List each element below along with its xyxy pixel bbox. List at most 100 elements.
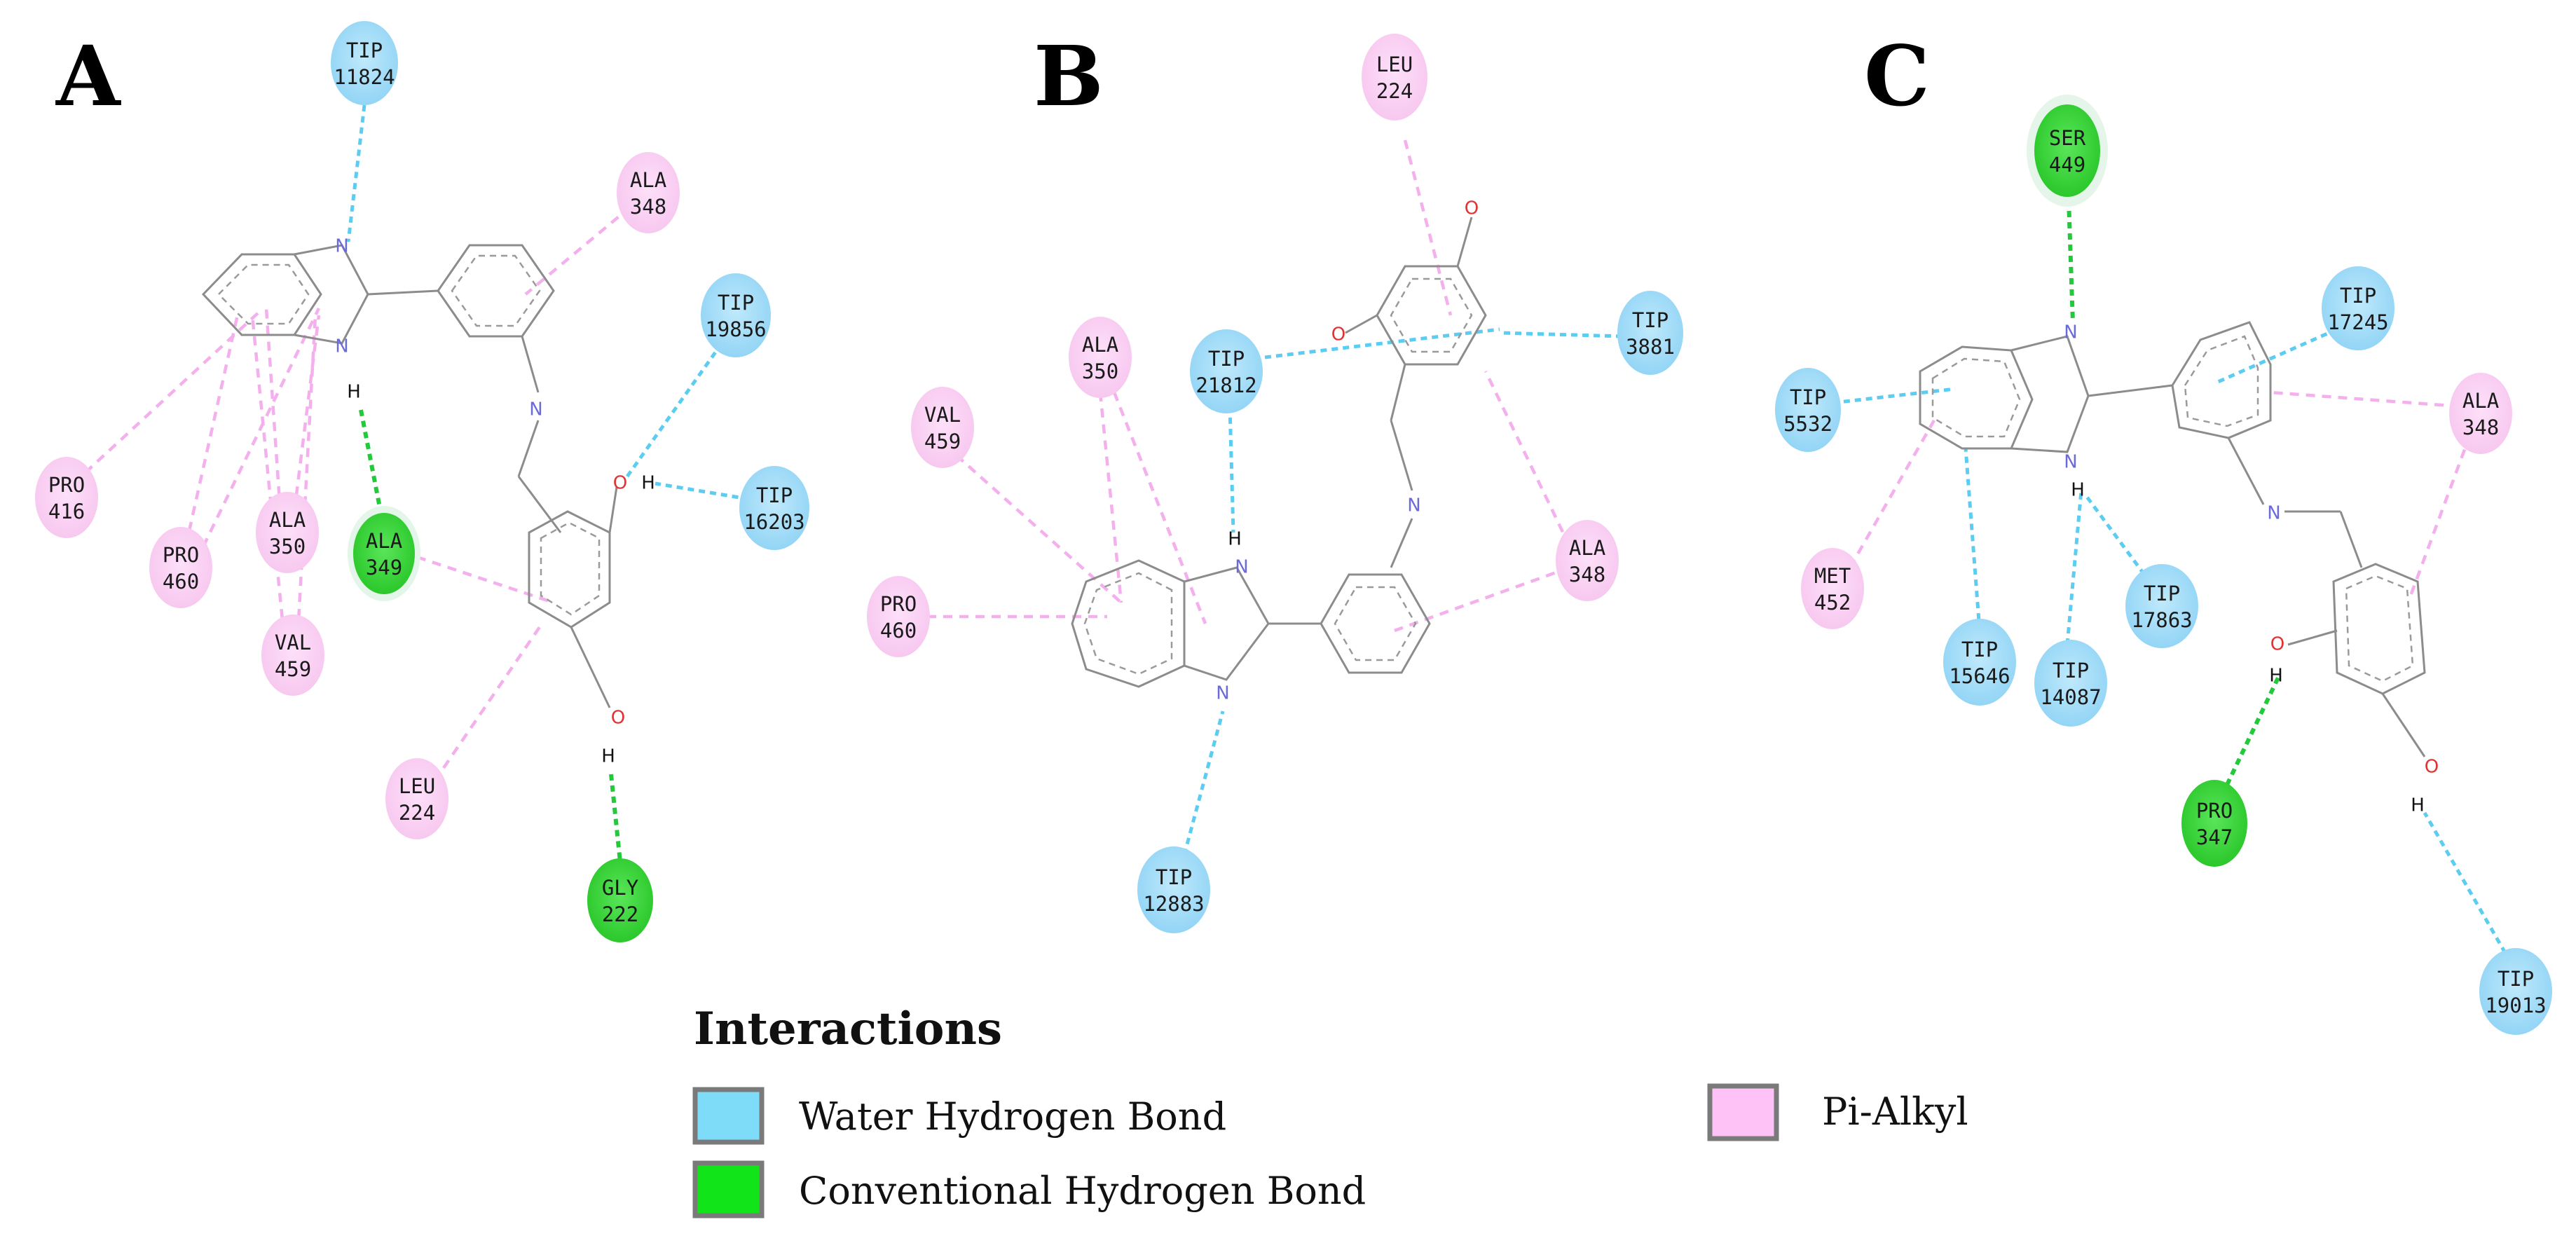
residue-name: TIP [756,483,793,507]
residue-number: 11824 [334,65,395,89]
residue-tip-17245[interactable]: TIP 17245 [2322,266,2395,350]
residue-name: TIP [1156,865,1192,889]
residue-leu-224[interactable]: LEU 224 [1362,34,1427,121]
int-a-ala350a [264,308,282,512]
residue-number: 19856 [705,317,766,341]
int-b-ala348a [1484,371,1572,547]
int-a-tip11824 [346,104,366,242]
panel-a-ligand: N N H N O H O H [201,236,655,767]
residue-leu-224[interactable]: LEU 224 [385,758,448,839]
residue-tip-14087[interactable]: TIP 14087 [2034,640,2107,727]
residue-number: 460 [163,570,199,593]
int-a-val459a [250,315,286,635]
residue-tip-16203[interactable]: TIP 16203 [739,466,809,550]
residue-ala-348[interactable]: ALA 348 [617,152,680,233]
residue-ser-449[interactable]: SER 449 [2027,95,2108,207]
panel-b-ligand: O O N N H N [1071,198,1487,704]
residue-number: 222 [602,902,638,926]
residue-number: 459 [924,430,961,453]
residue-name: PRO [880,592,917,616]
int-a-ala349 [359,409,384,519]
int-b-tip12883 [1182,710,1225,856]
residue-pro-460[interactable]: PRO 460 [149,527,212,608]
residue-ala-350[interactable]: ALA 350 [256,492,319,573]
atom-n: N [1407,495,1420,516]
int-c-pro347 [2225,675,2281,786]
residue-tip-11824[interactable]: TIP 11824 [331,21,398,105]
residue-ala-348[interactable]: ALA 348 [2449,373,2512,454]
residue-ala-350[interactable]: ALA 350 [1069,317,1132,398]
residue-name: GLY [602,876,638,900]
legend: Interactions Water Hydrogen Bond Convent… [692,1003,1968,1218]
residue-number: 21812 [1195,373,1256,397]
legend-label-pi: Pi-Alkyl [1822,1090,1968,1134]
int-b-ala348b [1394,565,1570,633]
int-c-ala348a [2270,390,2460,408]
residue-name: VAL [275,631,311,654]
residue-number: 17245 [2327,310,2388,334]
int-a-tip19856 [625,342,724,478]
residue-name: LEU [1376,53,1413,76]
residue-name: TIP [1961,638,1998,661]
residue-name: ALA [630,168,666,192]
residue-tip-19013[interactable]: TIP 19013 [2479,948,2552,1035]
atom-n: N [1216,683,1229,704]
int-c-tip15646 [1964,448,1982,631]
residue-number: 459 [275,657,311,681]
residue-number: 16203 [744,510,804,534]
atom-h: H [347,382,361,403]
residue-number: 17863 [2131,608,2192,632]
residue-gly-222[interactable]: GLY 222 [587,858,653,942]
residue-number: 224 [399,801,435,825]
residue-tip-5532[interactable]: TIP 5532 [1775,368,1841,452]
residue-pro-416[interactable]: PRO 416 [35,457,98,538]
residue-ala-349[interactable]: ALA 349 [348,506,420,601]
legend-label-water: Water Hydrogen Bond [799,1094,1226,1139]
residue-tip-12883[interactable]: TIP 12883 [1137,846,1210,933]
residue-number: 348 [630,195,666,219]
residue-number: 224 [1376,79,1413,103]
residue-name: TIP [2053,659,2089,682]
int-c-ala348b [2409,434,2472,596]
residue-name: PRO [48,473,85,497]
residue-name: LEU [399,774,435,798]
legend-swatch-hbond [692,1160,765,1218]
residue-name: TIP [2144,582,2180,605]
panel-b: O O N N H N LEU 224 TIP 3881 ALA 350 TIP… [867,34,1683,933]
int-c-ser449 [2067,199,2075,323]
atom-h: H [1228,529,1242,550]
residue-tip-21812[interactable]: TIP 21812 [1190,329,1263,413]
residue-pro-460[interactable]: PRO 460 [867,576,930,657]
int-a-ala349-pi [416,555,554,605]
int-c-tip17863 [2083,493,2146,576]
residue-pro-347[interactable]: PRO 347 [2181,780,2247,867]
residue-tip-15646[interactable]: TIP 15646 [1943,619,2016,706]
residue-met-452[interactable]: MET 452 [1801,548,1864,629]
residue-tip-19856[interactable]: TIP 19856 [701,273,771,357]
atom-h: H [601,746,615,767]
atom-n: N [335,336,348,357]
residue-number: 347 [2196,825,2233,849]
residue-tip-17863[interactable]: TIP 17863 [2125,564,2198,648]
panel-label-c: C [1864,27,1930,125]
residue-number: 460 [880,619,917,643]
residue-val-459[interactable]: VAL 459 [261,614,324,696]
residue-number: 14087 [2040,685,2101,709]
residue-name: TIP [2498,967,2534,991]
residue-name: ALA [269,508,306,532]
residue-name: ALA [366,529,402,553]
int-b-tip21812 [1228,406,1235,533]
int-b-tip21812-o [1264,327,1500,359]
atom-n: N [335,236,348,257]
int-a-pro460a [184,311,240,547]
atom-n: N [2267,503,2280,524]
residue-name: TIP [346,39,383,62]
residue-name: TIP [1632,308,1669,332]
residue-val-459[interactable]: VAL 459 [911,387,974,468]
residue-number: 350 [1082,359,1118,383]
residue-name: TIP [718,291,754,315]
residue-ala-348[interactable]: ALA 348 [1556,520,1619,601]
residue-tip-3881[interactable]: TIP 3881 [1617,291,1683,375]
residue-name: TIP [1208,347,1245,371]
int-c-tip19013 [2423,811,2507,954]
